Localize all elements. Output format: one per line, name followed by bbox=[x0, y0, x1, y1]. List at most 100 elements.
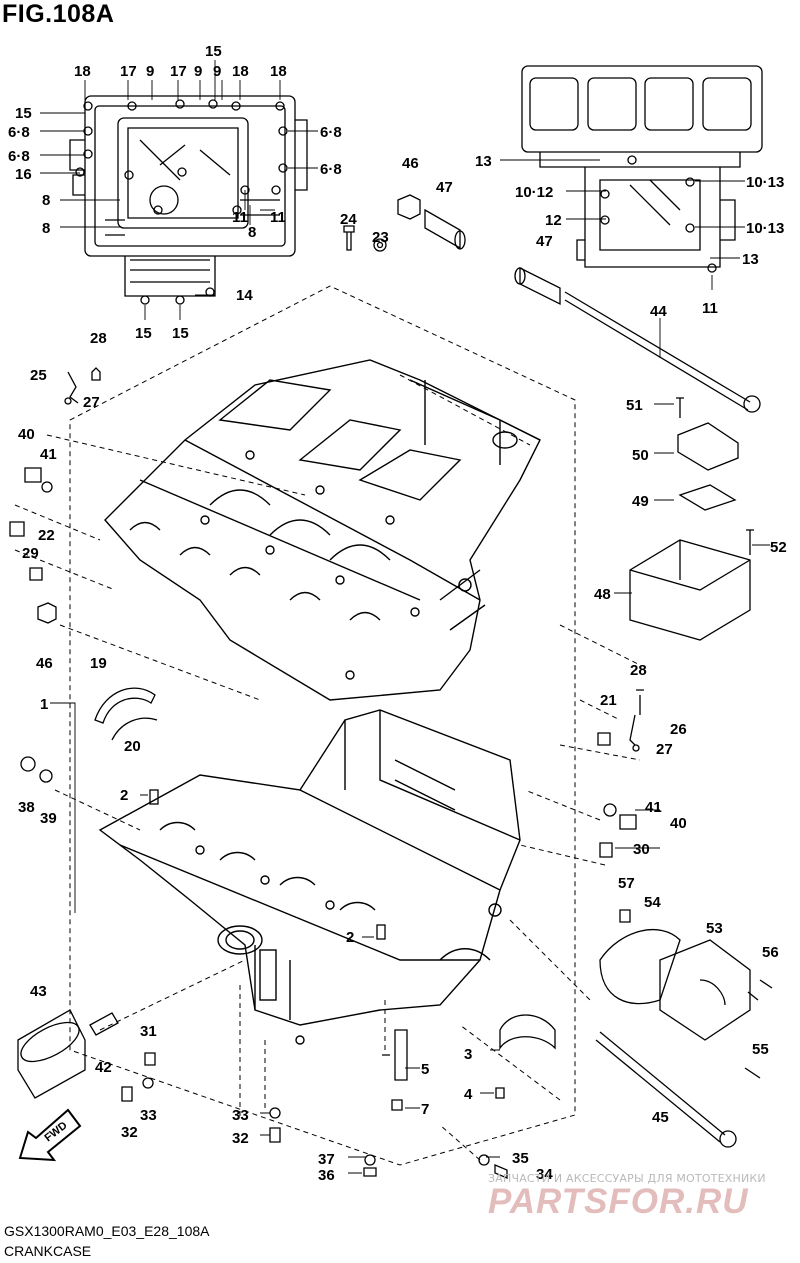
part-number-label: 41 bbox=[645, 799, 662, 816]
part-number-label: 39 bbox=[40, 810, 57, 827]
part-number-label: 31 bbox=[140, 1023, 157, 1040]
upper-crankcase bbox=[104, 359, 541, 701]
part-number-label: 13 bbox=[742, 251, 759, 268]
part-number-label: 6·8 bbox=[8, 124, 30, 141]
part-number-label: 15 bbox=[205, 43, 222, 60]
part-number-label: 32 bbox=[232, 1130, 249, 1147]
part-number-label: 32 bbox=[121, 1124, 138, 1141]
part-number-label: 17 bbox=[170, 63, 187, 80]
figure-title: FIG.108A bbox=[2, 0, 115, 28]
part-number-label: 23 bbox=[372, 229, 389, 246]
part-number-label: 15 bbox=[135, 325, 152, 342]
part-number-label: 6·8 bbox=[320, 124, 342, 141]
part-number-label: 33 bbox=[140, 1107, 157, 1124]
part-number-label: 5 bbox=[421, 1061, 429, 1078]
part-number-label: 15 bbox=[172, 325, 189, 342]
part-number-label: 22 bbox=[38, 527, 55, 544]
part-number-label: 9 bbox=[194, 63, 202, 80]
part-number-label: 6·8 bbox=[8, 148, 30, 165]
part-number-label: 57 bbox=[618, 875, 635, 892]
part-number-label: 4 bbox=[464, 1086, 473, 1103]
part-number-label: 11 bbox=[270, 209, 286, 226]
part-number-label: 9 bbox=[146, 63, 154, 80]
part-number-label: 45 bbox=[652, 1109, 669, 1126]
part-number-label: 18 bbox=[74, 63, 91, 80]
lower-crankcase bbox=[98, 709, 521, 1045]
part-number-label: 28 bbox=[90, 330, 107, 347]
part-number-label: 8 bbox=[42, 192, 50, 209]
part-number-label: 19 bbox=[90, 655, 107, 672]
part-number-label: 42 bbox=[95, 1059, 112, 1076]
part-number-label: 10·12 bbox=[515, 184, 553, 201]
part-number-label: 27 bbox=[83, 394, 100, 411]
part-number-label: 55 bbox=[752, 1041, 769, 1058]
part-number-label: 7 bbox=[421, 1101, 429, 1118]
part-number-label: 1 bbox=[40, 696, 48, 713]
part-number-label: 8 bbox=[42, 220, 50, 237]
part-number-label: 56 bbox=[762, 944, 779, 961]
part-number-label: 40 bbox=[18, 426, 35, 443]
part-number-label: 9 bbox=[213, 63, 221, 80]
part-number-label: 18 bbox=[270, 63, 287, 80]
part-number-label: 6·8 bbox=[320, 161, 342, 178]
part-number-label: 10·13 bbox=[746, 220, 784, 237]
part-number-label: 26 bbox=[670, 721, 687, 738]
part-number-label: 52 bbox=[770, 539, 787, 556]
part-number-label: 27 bbox=[656, 741, 673, 758]
part-number-label: 2 bbox=[120, 787, 128, 804]
part-number-label: 47 bbox=[436, 179, 453, 196]
part-number-label: 33 bbox=[232, 1107, 249, 1124]
part-number-label: 28 bbox=[630, 662, 647, 679]
part-number-label: 50 bbox=[632, 447, 649, 464]
part-number-label: 16 bbox=[15, 166, 32, 183]
part-number-label: 14 bbox=[236, 287, 253, 304]
part-number-label: 51 bbox=[626, 397, 643, 414]
part-number-label: 46 bbox=[402, 155, 419, 172]
inset-top-view bbox=[521, 65, 763, 273]
part-number-label: 41 bbox=[40, 446, 57, 463]
part-number-label: 17 bbox=[120, 63, 137, 80]
part-number-label: 2 bbox=[346, 929, 354, 946]
fwd-arrow-icon: FWD bbox=[18, 1108, 82, 1162]
part-number-label: 13 bbox=[475, 153, 492, 170]
watermark-site: PARTSFOR.RU bbox=[488, 1182, 749, 1221]
part-number-label: 11 bbox=[702, 300, 718, 317]
part-number-label: 48 bbox=[594, 586, 611, 603]
part-number-label: 53 bbox=[706, 920, 723, 937]
part-number-label: 18 bbox=[232, 63, 249, 80]
part-number-label: 25 bbox=[30, 367, 47, 384]
part-number-label: 38 bbox=[18, 799, 35, 816]
part-number-label: 24 bbox=[340, 211, 357, 228]
part-number-label: 20 bbox=[124, 738, 141, 755]
part-number-label: 11 bbox=[232, 209, 248, 226]
part-number-label: 30 bbox=[633, 841, 650, 858]
part-number-label: 40 bbox=[670, 815, 687, 832]
part-number-label: 37 bbox=[318, 1151, 335, 1168]
figure-code: GSX1300RAM0_E03_E28_108A bbox=[4, 1223, 210, 1239]
part-number-label: 29 bbox=[22, 545, 39, 562]
part-number-label: 44 bbox=[650, 303, 667, 320]
part-number-label: 36 bbox=[318, 1167, 335, 1184]
part-number-label: 46 bbox=[36, 655, 53, 672]
part-number-label: 54 bbox=[644, 894, 661, 911]
part-number-label: 34 bbox=[536, 1166, 553, 1183]
part-number-label: 35 bbox=[512, 1150, 529, 1167]
part-number-label: 47 bbox=[536, 233, 553, 250]
part-number-label: 3 bbox=[464, 1046, 472, 1063]
part-number-label: 21 bbox=[600, 692, 617, 709]
part-number-label: 15 bbox=[15, 105, 32, 122]
part-number-label: 49 bbox=[632, 493, 649, 510]
leader-lines bbox=[40, 60, 770, 1174]
part-number-label: 8 bbox=[248, 224, 256, 241]
small-parts bbox=[9, 194, 773, 1179]
fwd-label: FWD bbox=[42, 1119, 69, 1144]
assembly-frame bbox=[14, 285, 641, 1166]
inset-bolt-holes bbox=[75, 99, 288, 305]
part-number-label: 10·13 bbox=[746, 174, 784, 191]
part-number-label: 12 bbox=[545, 212, 562, 229]
watermark-tagline: ЗАПЧАСТИ И АКСЕССУАРЫ ДЛЯ МОТОТЕХНИКИ bbox=[488, 1172, 766, 1185]
part-number-label: 43 bbox=[30, 983, 47, 1000]
